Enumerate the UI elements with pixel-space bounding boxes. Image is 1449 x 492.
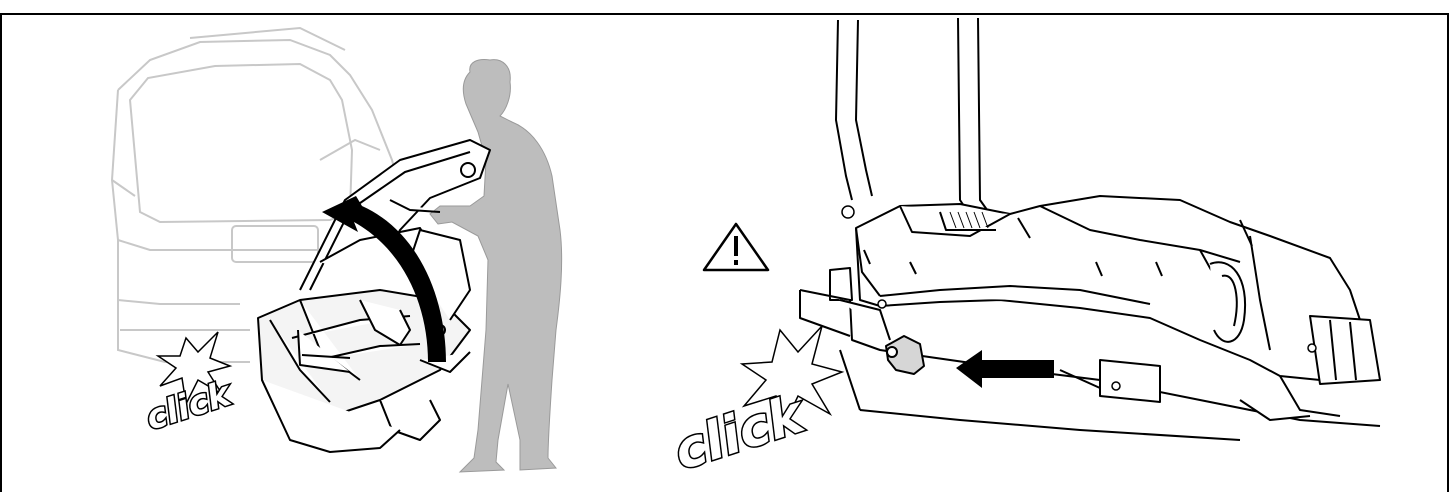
click-burst: click: [141, 332, 238, 439]
click-label-right: click: [667, 384, 814, 483]
left-panel: click: [112, 28, 562, 472]
right-panel: click: [667, 18, 1380, 482]
bike-carrier-folded: [258, 140, 490, 452]
carrier-frame-tubes: [836, 18, 990, 214]
click-burst-right: click: [667, 326, 842, 482]
warning-triangle-icon: [704, 224, 768, 270]
bike-carrier-body: [800, 196, 1380, 440]
